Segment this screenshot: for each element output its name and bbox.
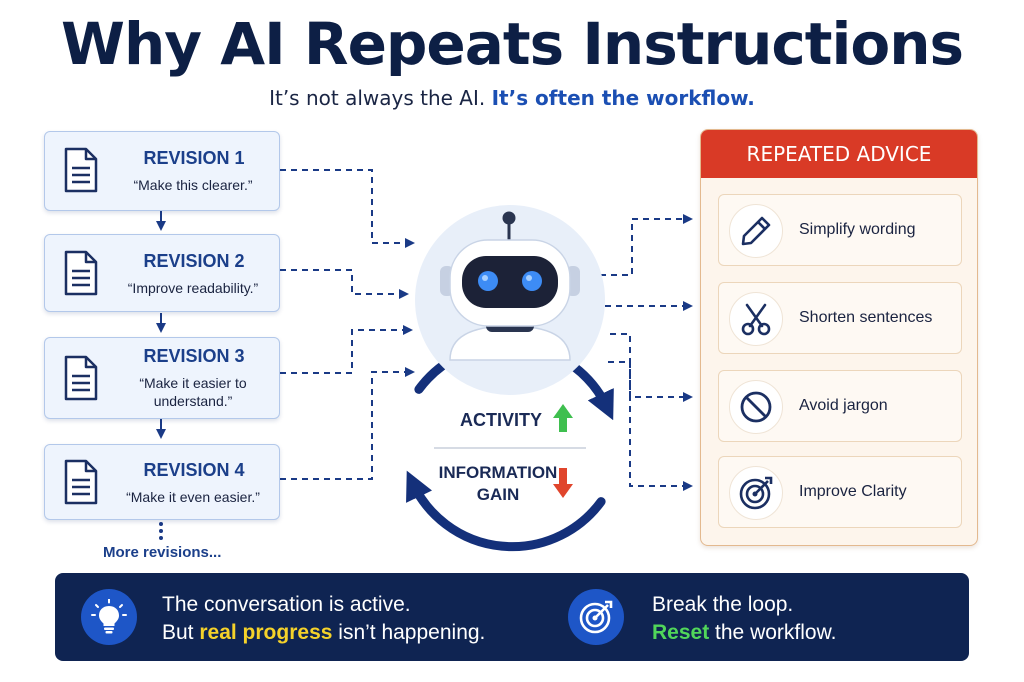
banner-right-line-2-post: the workflow.	[709, 621, 837, 644]
scissors-icon	[741, 303, 771, 336]
target-arrow-icon	[579, 600, 613, 634]
prohibited-icon	[740, 391, 772, 423]
information-down-arrow	[553, 468, 573, 498]
revision-to-robot-connectors	[280, 169, 415, 480]
more-revisions-dots	[159, 522, 163, 540]
information-gain-label: INFORMATION GAIN	[438, 463, 558, 504]
advice-item-label: Shorten sentences	[799, 309, 933, 326]
revision-title: REVISION 1	[143, 148, 245, 168]
target-icon	[739, 476, 773, 510]
banner-right-line-2: Reset the workflow.	[652, 619, 836, 647]
document-icon	[64, 147, 98, 193]
banner-left-line-1: The conversation is active.	[162, 593, 411, 616]
advice-item: Simplify wording	[718, 194, 962, 266]
advice-item-label: Avoid jargon	[799, 397, 888, 414]
lightbulb-icon	[91, 599, 127, 634]
revision-card-3: REVISION 3 “Make it easier to understand…	[44, 337, 280, 419]
subtitle: It’s not always the AI. It’s often the w…	[0, 86, 1024, 110]
robot-icon	[415, 205, 605, 395]
document-icon	[64, 250, 98, 296]
repeated-advice-panel: REPEATED ADVICE Simplify wording Shorten…	[700, 129, 978, 546]
banner-left-line-2: But real progress isn’t happening.	[162, 619, 485, 647]
revision-title: REVISION 3	[143, 346, 245, 366]
banner-left-text: The conversation is active. But real pro…	[162, 591, 485, 647]
repeated-advice-header: REPEATED ADVICE	[701, 130, 977, 178]
advice-item-label: Improve Clarity	[799, 483, 907, 500]
revision-quote: “Make this clearer.”	[133, 177, 253, 193]
subtitle-part-1: It’s not always the AI.	[269, 86, 486, 110]
bottom-banner: The conversation is active. But real pro…	[55, 573, 969, 661]
real-progress-highlight: real progress	[199, 621, 333, 644]
revision-card-2: REVISION 2 “Improve readability.”	[44, 234, 280, 312]
advice-item: Improve Clarity	[718, 456, 962, 528]
robot-to-advice-connectors	[600, 214, 693, 491]
pencil-icon	[741, 216, 771, 246]
banner-right-line-1: Break the loop.	[652, 593, 794, 616]
revision-quote: “Improve readability.”	[127, 280, 259, 296]
more-revisions-label: More revisions...	[103, 544, 222, 561]
advice-item: Shorten sentences	[718, 282, 962, 354]
banner-right-text: Break the loop. Reset the workflow.	[652, 591, 836, 647]
revision-title: REVISION 2	[143, 251, 245, 271]
document-icon	[64, 355, 98, 401]
revision-quote: “Make it even easier.”	[126, 489, 260, 505]
revision-quote: “Make it easier to understand.”	[139, 375, 247, 409]
advice-item: Avoid jargon	[718, 370, 962, 442]
activity-label: ACTIVITY	[459, 410, 542, 430]
page-title: Why AI Repeats Instructions	[60, 10, 964, 78]
revision-card-4: REVISION 4 “Make it even easier.”	[44, 444, 280, 520]
activity-up-arrow	[553, 404, 573, 432]
reset-highlight: Reset	[652, 621, 710, 644]
revision-title: REVISION 4	[143, 460, 245, 480]
subtitle-part-2: It’s often the workflow.	[491, 86, 755, 110]
lightbulb-badge	[81, 589, 137, 645]
target-badge	[568, 589, 624, 645]
banner-left-line-2-pre: But	[162, 621, 200, 644]
advice-item-label: Simplify wording	[799, 221, 916, 238]
banner-left-line-2-post: isn’t happening.	[332, 621, 486, 644]
document-icon	[64, 459, 98, 505]
revision-card-1: REVISION 1 “Make this clearer.”	[44, 131, 280, 211]
